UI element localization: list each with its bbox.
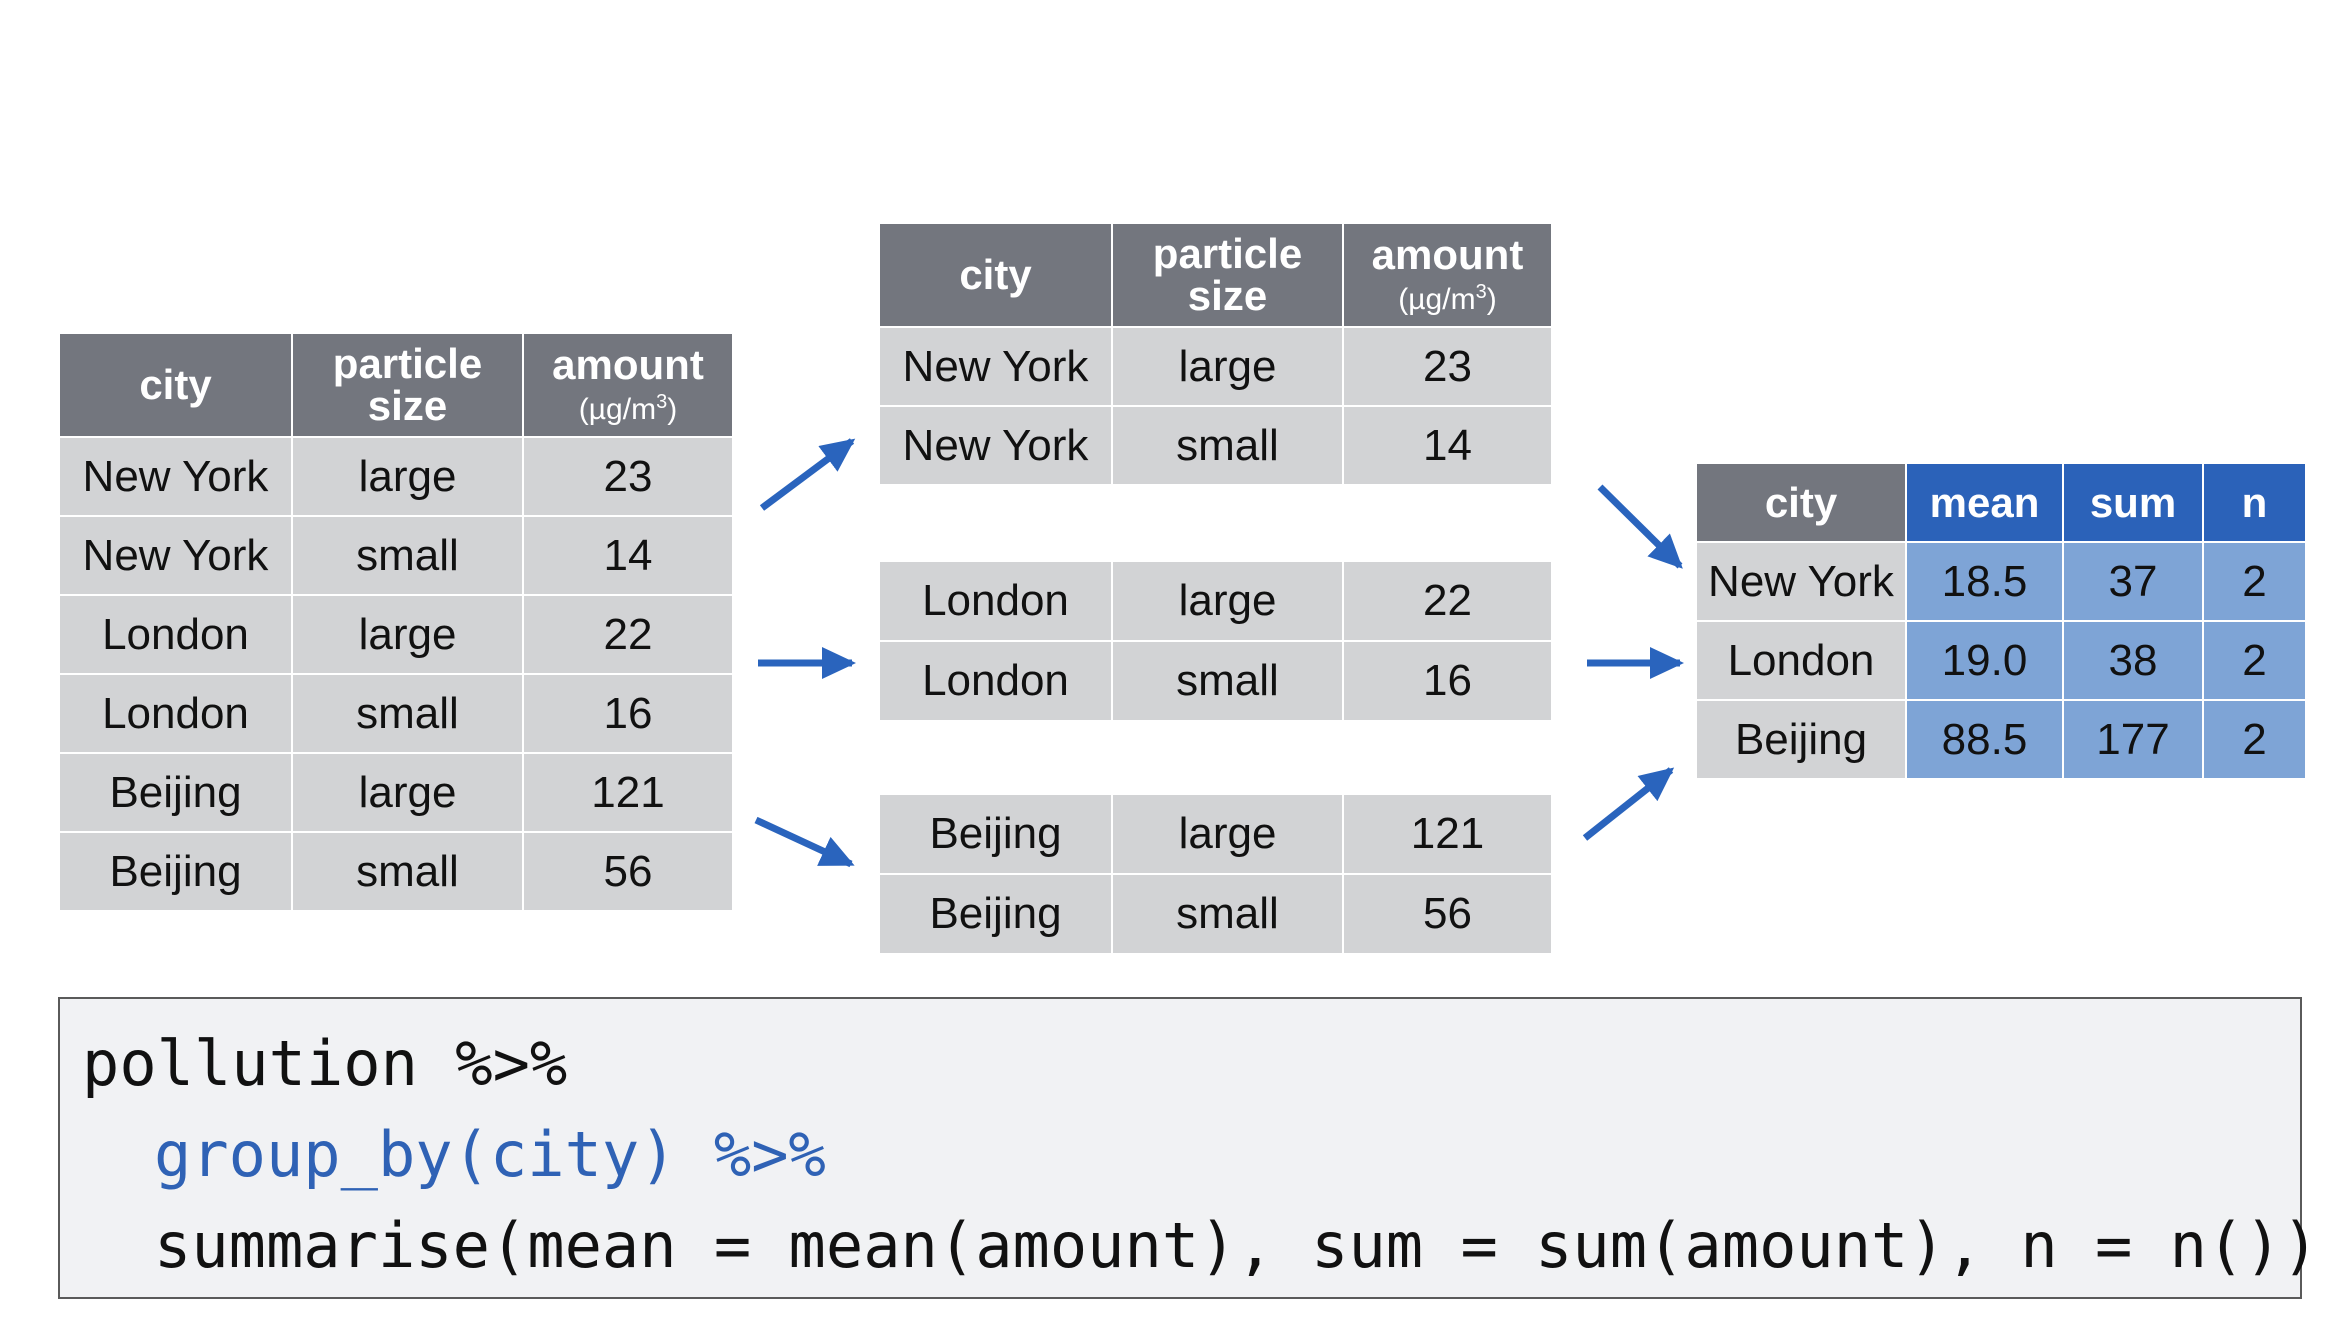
cell-size: small bbox=[291, 673, 524, 754]
arrow-to-beijing-icon bbox=[754, 816, 855, 868]
code-line-pipe-source: pollution %>% bbox=[82, 1027, 568, 1100]
header-particle-line2: size bbox=[367, 382, 448, 429]
cell-city: New York bbox=[878, 326, 1113, 407]
cell-mean: 18.5 bbox=[1905, 541, 2064, 622]
header-amount-label: amount bbox=[552, 341, 704, 388]
header-particle-line2: size bbox=[1187, 272, 1268, 319]
cell-amount: 14 bbox=[1342, 405, 1553, 486]
cell-mean: 88.5 bbox=[1905, 699, 2064, 780]
code-line-summarise: summarise(mean = mean(amount), sum = sum… bbox=[154, 1209, 2319, 1282]
cell-sum: 37 bbox=[2062, 541, 2204, 622]
cell-city: Beijing bbox=[58, 831, 293, 912]
arrow-from-beijing-icon bbox=[1582, 767, 1675, 841]
cell-amount: 16 bbox=[1342, 640, 1553, 722]
amount-unit: (µg/m3) bbox=[1398, 281, 1497, 316]
header-city: city bbox=[1695, 462, 1907, 543]
header-amount: amount(µg/m3) bbox=[1342, 222, 1553, 328]
code-line-group-by: group_by(city) %>% bbox=[154, 1118, 826, 1191]
cell-city: New York bbox=[1695, 541, 1907, 622]
cell-city: Beijing bbox=[58, 752, 293, 833]
cell-city: London bbox=[878, 640, 1113, 722]
cell-n: 2 bbox=[2202, 620, 2307, 701]
cell-size: large bbox=[1111, 793, 1344, 875]
cell-city: New York bbox=[58, 515, 293, 596]
cell-size: large bbox=[1111, 560, 1344, 642]
cell-city: London bbox=[58, 594, 293, 675]
arrow-to-new-york-icon bbox=[759, 438, 856, 511]
header-particle-line1: particle bbox=[332, 340, 483, 387]
cell-amount: 16 bbox=[522, 673, 734, 754]
cell-size: large bbox=[291, 752, 524, 833]
code-block: pollution %>% group_by(city) %>% summari… bbox=[58, 997, 2319, 1299]
cell-size: small bbox=[1111, 405, 1344, 486]
cell-amount: 121 bbox=[1342, 793, 1553, 875]
cell-n: 2 bbox=[2202, 541, 2307, 622]
header-n: n bbox=[2202, 462, 2307, 543]
cell-size: small bbox=[1111, 873, 1344, 955]
cell-city: London bbox=[1695, 620, 1907, 701]
header-city: city bbox=[878, 222, 1113, 328]
header-city: city bbox=[58, 332, 293, 438]
cell-size: small bbox=[291, 515, 524, 596]
arrow-from-new-york-icon bbox=[1597, 484, 1683, 569]
cell-amount: 22 bbox=[522, 594, 734, 675]
cell-city: Beijing bbox=[878, 873, 1113, 955]
header-particle-line1: particle bbox=[1152, 230, 1303, 277]
amount-unit: (µg/m3) bbox=[578, 391, 678, 426]
cell-size: small bbox=[1111, 640, 1344, 722]
cell-size: large bbox=[291, 436, 524, 517]
cell-sum: 38 bbox=[2062, 620, 2204, 701]
cell-amount: 23 bbox=[522, 436, 734, 517]
cell-amount: 22 bbox=[1342, 560, 1553, 642]
cell-city: New York bbox=[878, 405, 1113, 486]
cell-size: small bbox=[291, 831, 524, 912]
header-amount-label: amount bbox=[1371, 231, 1524, 278]
cell-size: large bbox=[291, 594, 524, 675]
cell-amount: 23 bbox=[1342, 326, 1553, 407]
cell-size: large bbox=[1111, 326, 1344, 407]
cell-city: New York bbox=[58, 436, 293, 517]
header-amount: amount(µg/m3) bbox=[522, 332, 734, 438]
header-mean: mean bbox=[1905, 462, 2064, 543]
cell-n: 2 bbox=[2202, 699, 2307, 780]
cell-city: London bbox=[58, 673, 293, 754]
cell-city: Beijing bbox=[878, 793, 1113, 875]
cell-amount: 56 bbox=[522, 831, 734, 912]
cell-amount: 56 bbox=[1342, 873, 1553, 955]
cell-mean: 19.0 bbox=[1905, 620, 2064, 701]
cell-amount: 121 bbox=[522, 752, 734, 833]
cell-sum: 177 bbox=[2062, 699, 2204, 780]
cell-city: Beijing bbox=[1695, 699, 1907, 780]
cell-amount: 14 bbox=[522, 515, 734, 596]
flow-arrows bbox=[754, 438, 1684, 868]
cell-city: London bbox=[878, 560, 1113, 642]
header-sum: sum bbox=[2062, 462, 2204, 543]
